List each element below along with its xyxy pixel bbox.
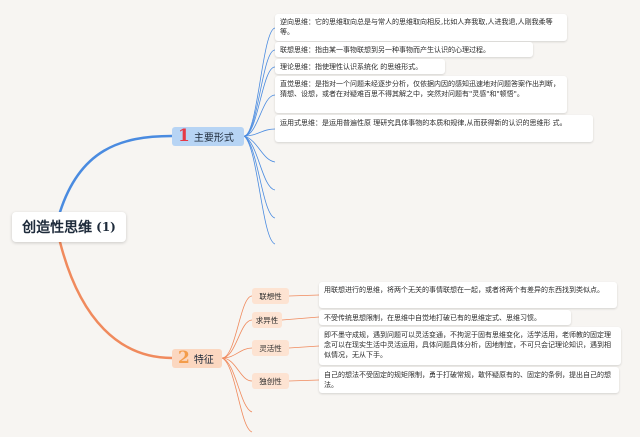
- sub-label-originality[interactable]: 独创性: [252, 373, 289, 389]
- note-intuitive-thinking[interactable]: 直觉思维：是指对一个问题未经逐步分析，仅依据内因的感知迅速地对问题答案作出判断，…: [275, 76, 567, 113]
- note-association-thinking[interactable]: 联想思维：指由某一事物联想到另一种事物而产生认识的心理过程。: [275, 42, 533, 57]
- note-theoretical-thinking[interactable]: 理论思维：指使理性认识系统化 的思维形式。: [275, 59, 445, 74]
- sub-label-association[interactable]: 联想性: [252, 288, 289, 304]
- note-divergence[interactable]: 不受传统思想限制，在思维中自觉地打破已有的思维定式、思维习惯。: [319, 310, 571, 325]
- connector-root-branch2: [58, 240, 174, 360]
- branch1-fan: [243, 27, 276, 245]
- note-flexibility[interactable]: 即不墨守成规，遇到问题可以灵活变通，不拘泥于固有思维变化，活学活用，老师教的固定…: [319, 327, 621, 365]
- note-applied-thinking[interactable]: 运用式思维：是运用普遍性原 理研究具体事物的本质和规律,从而获得新的认识的思维形…: [275, 115, 593, 142]
- sub-to-note-lines: [281, 294, 320, 382]
- branch-characteristics[interactable]: 2 特征: [172, 349, 222, 368]
- root-suffix: (1): [96, 220, 116, 234]
- connector-root-branch1: [58, 134, 174, 214]
- branch-number: 2: [178, 348, 190, 368]
- branch-main-forms[interactable]: 1 主要形式: [172, 127, 244, 146]
- root-title: 创造性思维: [22, 220, 93, 236]
- note-originality[interactable]: 自己的想法不受固定的规矩限制，勇于打破常规，敢怀疑原有的、固定的条例，提出自己的…: [319, 367, 619, 393]
- branch-label: 主要形式: [193, 133, 234, 144]
- sub-label-flexibility[interactable]: 灵活性: [252, 340, 289, 356]
- branch2-fan: [221, 295, 253, 433]
- root-node[interactable]: 创造性思维 (1): [12, 212, 126, 242]
- sub-label-divergence[interactable]: 求异性: [252, 312, 282, 328]
- branch-number: 1: [178, 126, 190, 146]
- note-association[interactable]: 用联想进行的思维，将两个无关的事情联想在一起，或者将两个有差异的东西找到类似点。: [319, 282, 617, 308]
- note-reverse-thinking[interactable]: 逆向思维：它的思维取向总是与常人的思维取向相反,比如人弃我取,人进我退,人刚我柔…: [275, 14, 567, 41]
- branch-label: 特征: [193, 355, 214, 366]
